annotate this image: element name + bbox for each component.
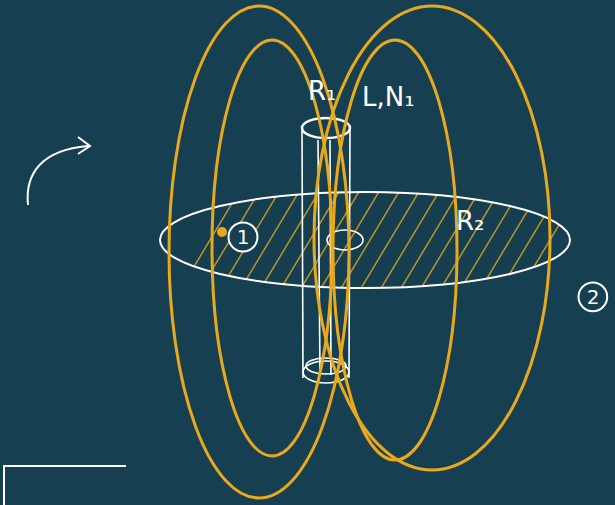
callout-circle: 2	[577, 281, 609, 313]
rotation-arrow	[28, 137, 90, 205]
field-point	[217, 227, 227, 237]
dimension-label: R₁	[308, 78, 337, 104]
field-lines	[169, 6, 550, 498]
dimension-label: L,N₁	[362, 84, 415, 110]
bracket	[4, 466, 126, 505]
disk-outline	[160, 192, 570, 288]
disk-hatching	[180, 190, 580, 290]
callout-circle: 1	[227, 221, 259, 253]
callout-number: 1	[237, 227, 250, 247]
dimension-label: R₂	[456, 208, 485, 234]
callout-number: 2	[587, 287, 600, 307]
